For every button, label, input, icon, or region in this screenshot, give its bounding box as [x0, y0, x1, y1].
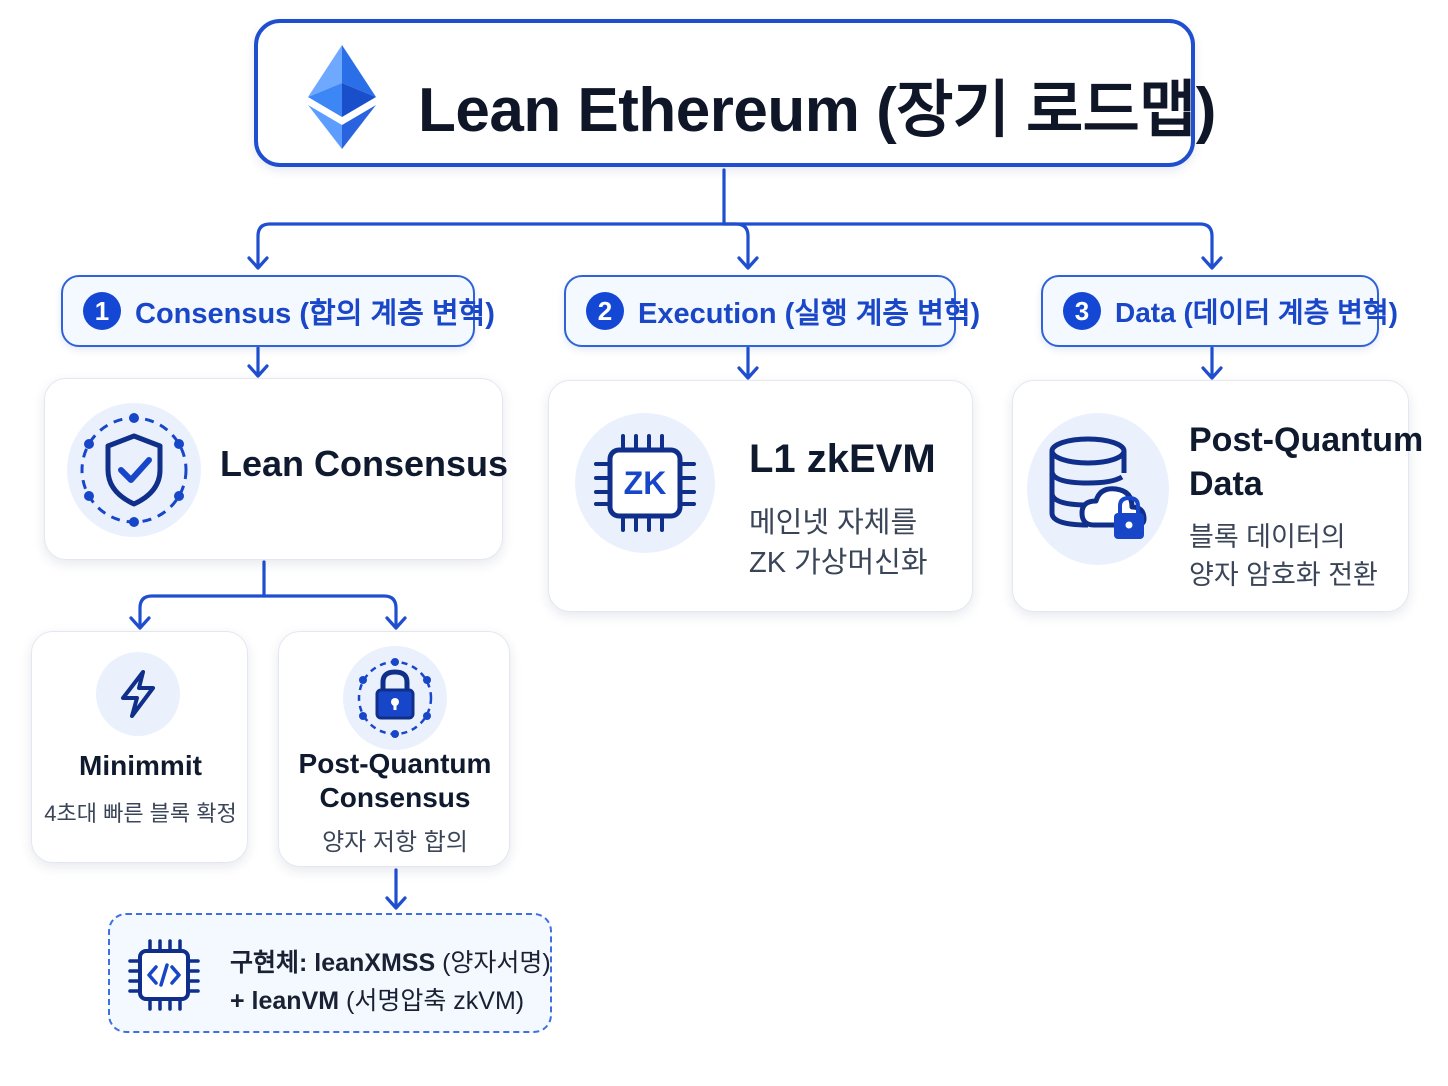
branch-consensus: 1 Consensus (합의 계층 변혁): [61, 275, 495, 347]
card-title: Lean Consensus: [220, 443, 509, 484]
database-cloud-lock-icon: [1027, 413, 1169, 565]
branch-execution: 2 Execution (실행 계층 변혁): [564, 275, 980, 347]
impl-name-xmss: 구현체: leanXMSS: [230, 949, 436, 977]
impl-desc-vm: (서명압축 zkVM): [339, 987, 525, 1015]
card-title: L1 zkEVM: [749, 437, 936, 481]
pq-consensus-card: Post-Quantum Consensus 양자 저항 합의: [278, 631, 510, 867]
implementation-line2: + leanVM (서명압축 zkVM): [230, 981, 524, 1017]
branch-label: Data (데이터 계층 변혁): [1115, 297, 1398, 328]
zk-chip-icon: ZK: [575, 413, 715, 553]
lightning-icon: [96, 652, 180, 736]
branch-line-data: [722, 222, 1214, 266]
branch-label: Consensus (합의 계층 변혁): [135, 298, 495, 330]
branch-label: Execution (실행 계층 변혁): [638, 298, 981, 330]
card-desc-line2: 양자 암호화 전환: [1189, 560, 1378, 590]
branch-number-badge: 1: [83, 292, 121, 330]
shield-check-icon: [67, 403, 201, 537]
sub-branch-minimmit: [138, 594, 266, 626]
minimmit-card: Minimmit 4초대 빠른 블록 확정: [31, 631, 248, 863]
implementation-line1: 구현체: leanXMSS (양자서명): [230, 943, 551, 979]
branch-line-execution: [722, 222, 750, 266]
card-desc: 양자 저항 합의: [322, 829, 468, 856]
card-title-line1: Post-Quantum: [298, 748, 492, 779]
code-chip-icon: [126, 937, 202, 1013]
impl-desc-xmss: (양자서명): [435, 949, 551, 977]
lean-consensus-card: Lean Consensus: [44, 378, 508, 560]
branch-line-consensus: [256, 222, 726, 266]
title-box: Lean Ethereum (장기 로드맵): [254, 19, 1216, 167]
network-lock-icon: [343, 646, 447, 750]
card-title-line2: Data: [1189, 465, 1263, 503]
card-desc-line1: 메인넷 자체를: [749, 507, 918, 539]
page-title: Lean Ethereum (장기 로드맵): [418, 76, 1216, 145]
branch-number-badge: 3: [1063, 292, 1101, 330]
impl-name-vm: + leanVM: [230, 987, 340, 1015]
card-desc-line2: ZK 가상머신화: [749, 547, 928, 579]
branch-number-badge: 2: [586, 292, 624, 330]
card-title: Minimmit: [79, 750, 202, 781]
sub-branch-pq-consensus: [262, 594, 398, 626]
pq-data-card: Post-Quantum Data 블록 데이터의 양자 암호화 전환: [1012, 380, 1423, 612]
zk-icon-label: ZK: [624, 465, 667, 501]
card-title-line2: Consensus: [319, 782, 471, 813]
implementation-box: 구현체: leanXMSS (양자서명) + leanVM (서명압축 zkVM…: [108, 913, 552, 1033]
card-title-line1: Post-Quantum: [1189, 421, 1424, 459]
ethereum-logo-icon: [308, 45, 376, 149]
card-desc: 4초대 빠른 블록 확정: [44, 801, 237, 826]
branch-data: 3 Data (데이터 계층 변혁): [1041, 275, 1398, 347]
zkevm-card: ZK L1 zkEVM 메인넷 자체를 ZK 가상머신화: [548, 380, 973, 612]
card-desc-line1: 블록 데이터의: [1189, 522, 1346, 552]
